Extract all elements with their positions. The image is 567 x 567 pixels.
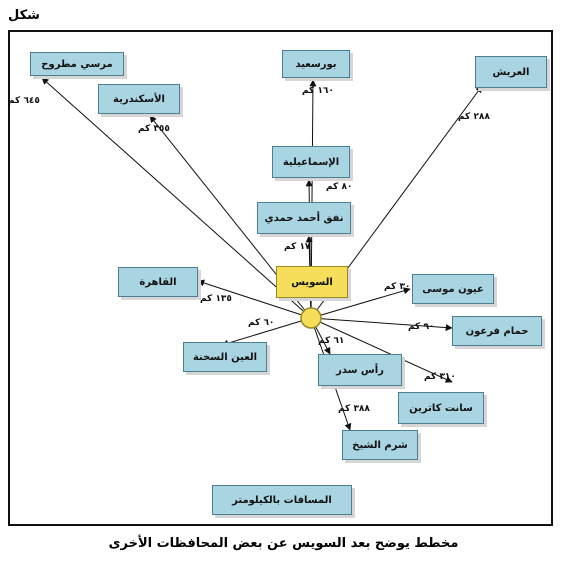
arrow-group (41, 77, 483, 431)
arrow-to-ain-sokhna (221, 317, 312, 347)
node-label: القاهرة (139, 276, 177, 288)
distance-label-ismailia: ٨٠ كم (326, 182, 353, 192)
distance-label-marsa-matrouh: ٦٤٥ كم (8, 96, 40, 106)
distance-label-sharm-el-sheikh: ٣٨٨ كم (338, 404, 370, 414)
figure-heading: شكل (8, 8, 40, 23)
node-sharm-el-sheikh: شرم الشيخ (342, 430, 418, 460)
node-label: العين السخنة (192, 351, 258, 363)
node-ain-sokhna: العين السخنة (183, 342, 267, 372)
figure-caption: مخطط يوضح بعد السويس عن بعض المحافظات ال… (108, 536, 459, 551)
distance-label-ahmed-hamdi-tunnel: ١٧ كم (284, 242, 311, 252)
node-label: الإسماعيلية (282, 156, 340, 168)
arrow-to-hammam-faraoun (310, 317, 453, 332)
node-label: مرسي مطروح (41, 58, 113, 70)
node-suez-label: السويس (291, 276, 333, 288)
node-label: سانت كاترين (409, 402, 473, 414)
arrow-to-marsa-matrouh (41, 77, 312, 319)
node-label: شرم الشيخ (352, 439, 408, 451)
distance-label-ain-sokhna: ٦٠ كم (248, 318, 275, 328)
distance-label-saint-catherine: ٣١٠ كم (424, 372, 456, 382)
distance-label-ayoun-mousa: ٣٠ كم (384, 282, 411, 292)
node-label: رأس سدر (336, 364, 384, 376)
arrow-to-ayoun-mousa (310, 287, 411, 319)
distance-label-alexandria: ٣٥٥ كم (138, 124, 170, 134)
node-label: بورسعيد (295, 58, 337, 70)
node-alexandria: الأسكندرية (98, 84, 180, 114)
node-saint-catherine: سانت كاترين (398, 392, 484, 424)
arrow-to-cairo (197, 279, 312, 319)
distance-label-ras-sudr: ٦١ كم (318, 336, 345, 346)
node-hammam-faraoun: حمام فرعون (452, 316, 542, 346)
node-al-arish: العريش (475, 56, 547, 88)
distance-label-port-said: ١٦٠ كم (302, 86, 334, 96)
legend-units-box: المسافات بالكيلومتر (212, 485, 352, 515)
suez-hub-circle (300, 307, 322, 329)
node-marsa-matrouh: مرسي مطروح (30, 52, 124, 76)
node-ras-sudr: رأس سدر (318, 354, 402, 386)
node-suez: السويس (276, 266, 348, 298)
node-label: العريش (492, 66, 530, 78)
distance-label-cairo: ١٣٥ كم (200, 294, 232, 304)
node-label: نفق أحمد حمدي (264, 212, 344, 224)
node-port-said: بورسعيد (282, 50, 350, 78)
node-label: الأسكندرية (113, 93, 165, 105)
distance-label-al-arish: ٢٨٨ كم (458, 112, 490, 122)
distance-label-hammam-faraoun: ٩٠ كم (408, 322, 435, 332)
legend-label: المسافات بالكيلومتر (232, 494, 332, 506)
node-cairo: القاهرة (118, 267, 198, 297)
node-label: حمام فرعون (465, 325, 529, 337)
node-ismailia: الإسماعيلية (272, 146, 350, 178)
node-ahmed-hamdi-tunnel: نفق أحمد حمدي (257, 202, 351, 234)
node-ayoun-mousa: عيون موسى (412, 274, 494, 304)
node-label: عيون موسى (422, 283, 484, 295)
arrow-to-saint-catherine (310, 317, 453, 383)
diagram-frame (8, 30, 553, 526)
